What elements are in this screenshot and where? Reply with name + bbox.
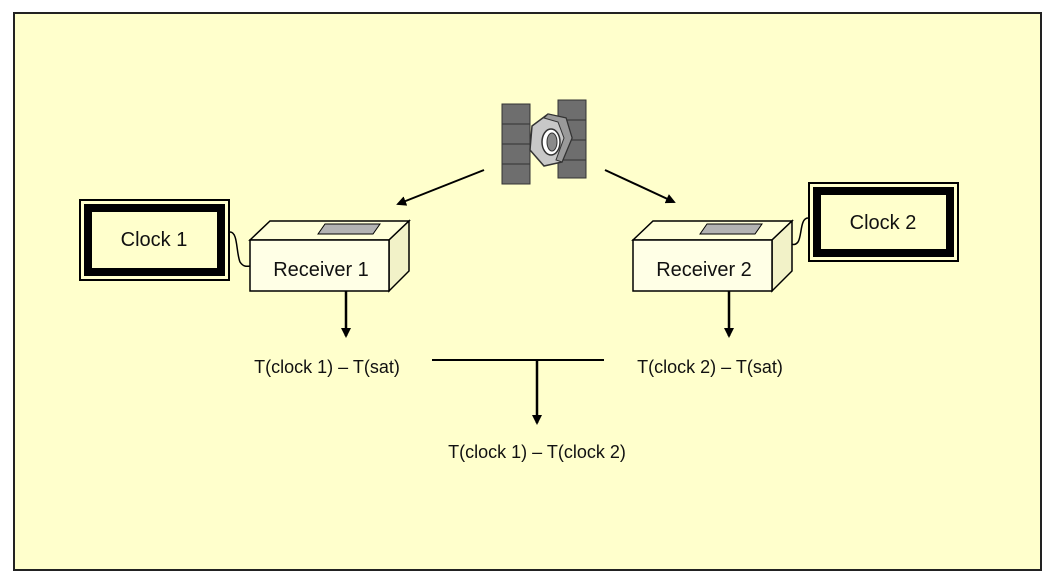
receiver-2-label: Receiver 2 [656,259,752,281]
receiver-2: Receiver 2 [631,219,794,293]
clock-2-label: Clock 2 [850,212,917,234]
receiver-2-window [699,223,763,235]
equation-clock-1-minus-clock-2: T(clock 1) – T(clock 2) [448,442,626,462]
satellite-icon [501,99,587,185]
satellite-body [529,113,573,167]
signal-arrow-right [604,169,676,204]
clock-1-label: Clock 1 [121,229,188,251]
diagram-background [13,12,1042,571]
signal-arrow-left [396,169,485,206]
receiver-1-label: Receiver 1 [273,259,369,281]
receiver-1: Receiver 1 [248,219,411,293]
equation-clock-2-minus-sat: T(clock 2) – T(sat) [637,357,783,377]
left-solar-panel [501,103,531,185]
clock-2-box: Clock 2 [808,182,959,262]
clock-1-cable [229,231,253,268]
receiver-1-window [317,223,381,235]
right-solar-panel [557,99,587,179]
equation-clock-1-minus-sat: T(clock 1) – T(sat) [254,357,400,377]
clock-1-box: Clock 1 [79,199,230,281]
